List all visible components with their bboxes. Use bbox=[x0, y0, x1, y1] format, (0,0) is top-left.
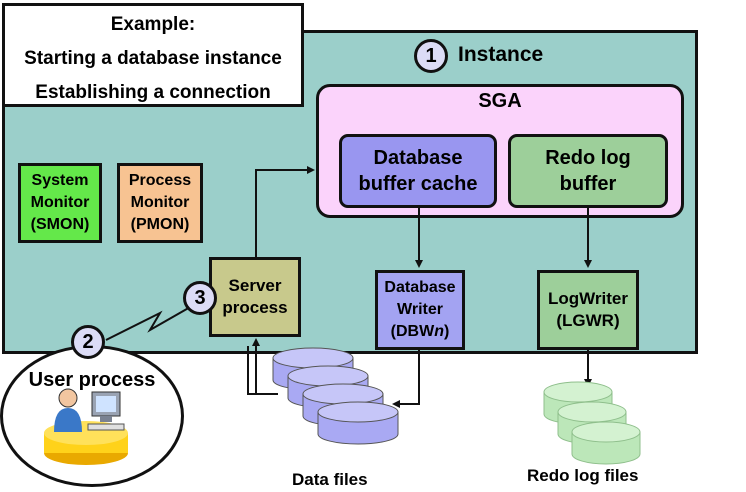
instance-label: Instance bbox=[458, 43, 544, 66]
redo-log-files-caption: Redo log files bbox=[527, 466, 639, 485]
dbw-line-3: (DBWn) bbox=[390, 323, 450, 340]
server-line-2: process bbox=[222, 298, 288, 317]
buffer-cache-line-1: Database bbox=[373, 147, 463, 169]
log-writer-box: LogWriter (LGWR) bbox=[537, 270, 639, 350]
buffer-cache-line-2: buffer cache bbox=[358, 173, 478, 195]
system-monitor-box: System Monitor (SMON) bbox=[18, 163, 102, 243]
process-monitor-box: Process Monitor (PMON) bbox=[117, 163, 203, 243]
smon-line-1: System bbox=[31, 172, 89, 189]
database-buffer-cache: Database buffer cache bbox=[339, 134, 497, 208]
smon-line-2: Monitor bbox=[30, 194, 90, 211]
data-files-caption: Data files bbox=[292, 470, 368, 489]
dbw-to-datafiles-arrow bbox=[392, 350, 420, 408]
dbw-line-1: Database bbox=[384, 279, 456, 296]
server-step-badge: 3 bbox=[183, 281, 217, 315]
pmon-line-2: Monitor bbox=[130, 194, 190, 211]
sga-label: SGA bbox=[478, 90, 522, 112]
user-process-label: User process bbox=[28, 369, 156, 391]
lgwr-line-2: (LGWR) bbox=[556, 311, 620, 330]
redo-buffer-line-2: buffer bbox=[559, 173, 617, 195]
dbw-line-2: Writer bbox=[397, 301, 443, 318]
server-process-box: Server process bbox=[209, 257, 301, 337]
pmon-line-3: (PMON) bbox=[130, 216, 190, 233]
user-step-badge: 2 bbox=[71, 325, 105, 359]
database-writer-box: Database Writer (DBWn) bbox=[375, 270, 465, 350]
lgwr-line-1: LogWriter bbox=[548, 289, 628, 308]
user-process-ellipse bbox=[0, 345, 184, 487]
redo-log-buffer: Redo log buffer bbox=[508, 134, 668, 208]
server-line-1: Server bbox=[228, 276, 282, 295]
pmon-line-1: Process bbox=[128, 172, 192, 189]
example-heading: Example: bbox=[110, 14, 196, 35]
instance-step-badge: 1 bbox=[414, 39, 448, 73]
redo-buffer-line-1: Redo log bbox=[545, 147, 631, 169]
example-line-2: Establishing a connection bbox=[35, 82, 271, 103]
smon-line-3: (SMON) bbox=[30, 216, 90, 233]
example-line-1: Starting a database instance bbox=[24, 48, 282, 69]
example-caption-box: Example: Starting a database instance Es… bbox=[2, 3, 304, 107]
data-files-cylinders bbox=[272, 347, 399, 445]
redo-log-files-cylinders bbox=[543, 381, 641, 465]
